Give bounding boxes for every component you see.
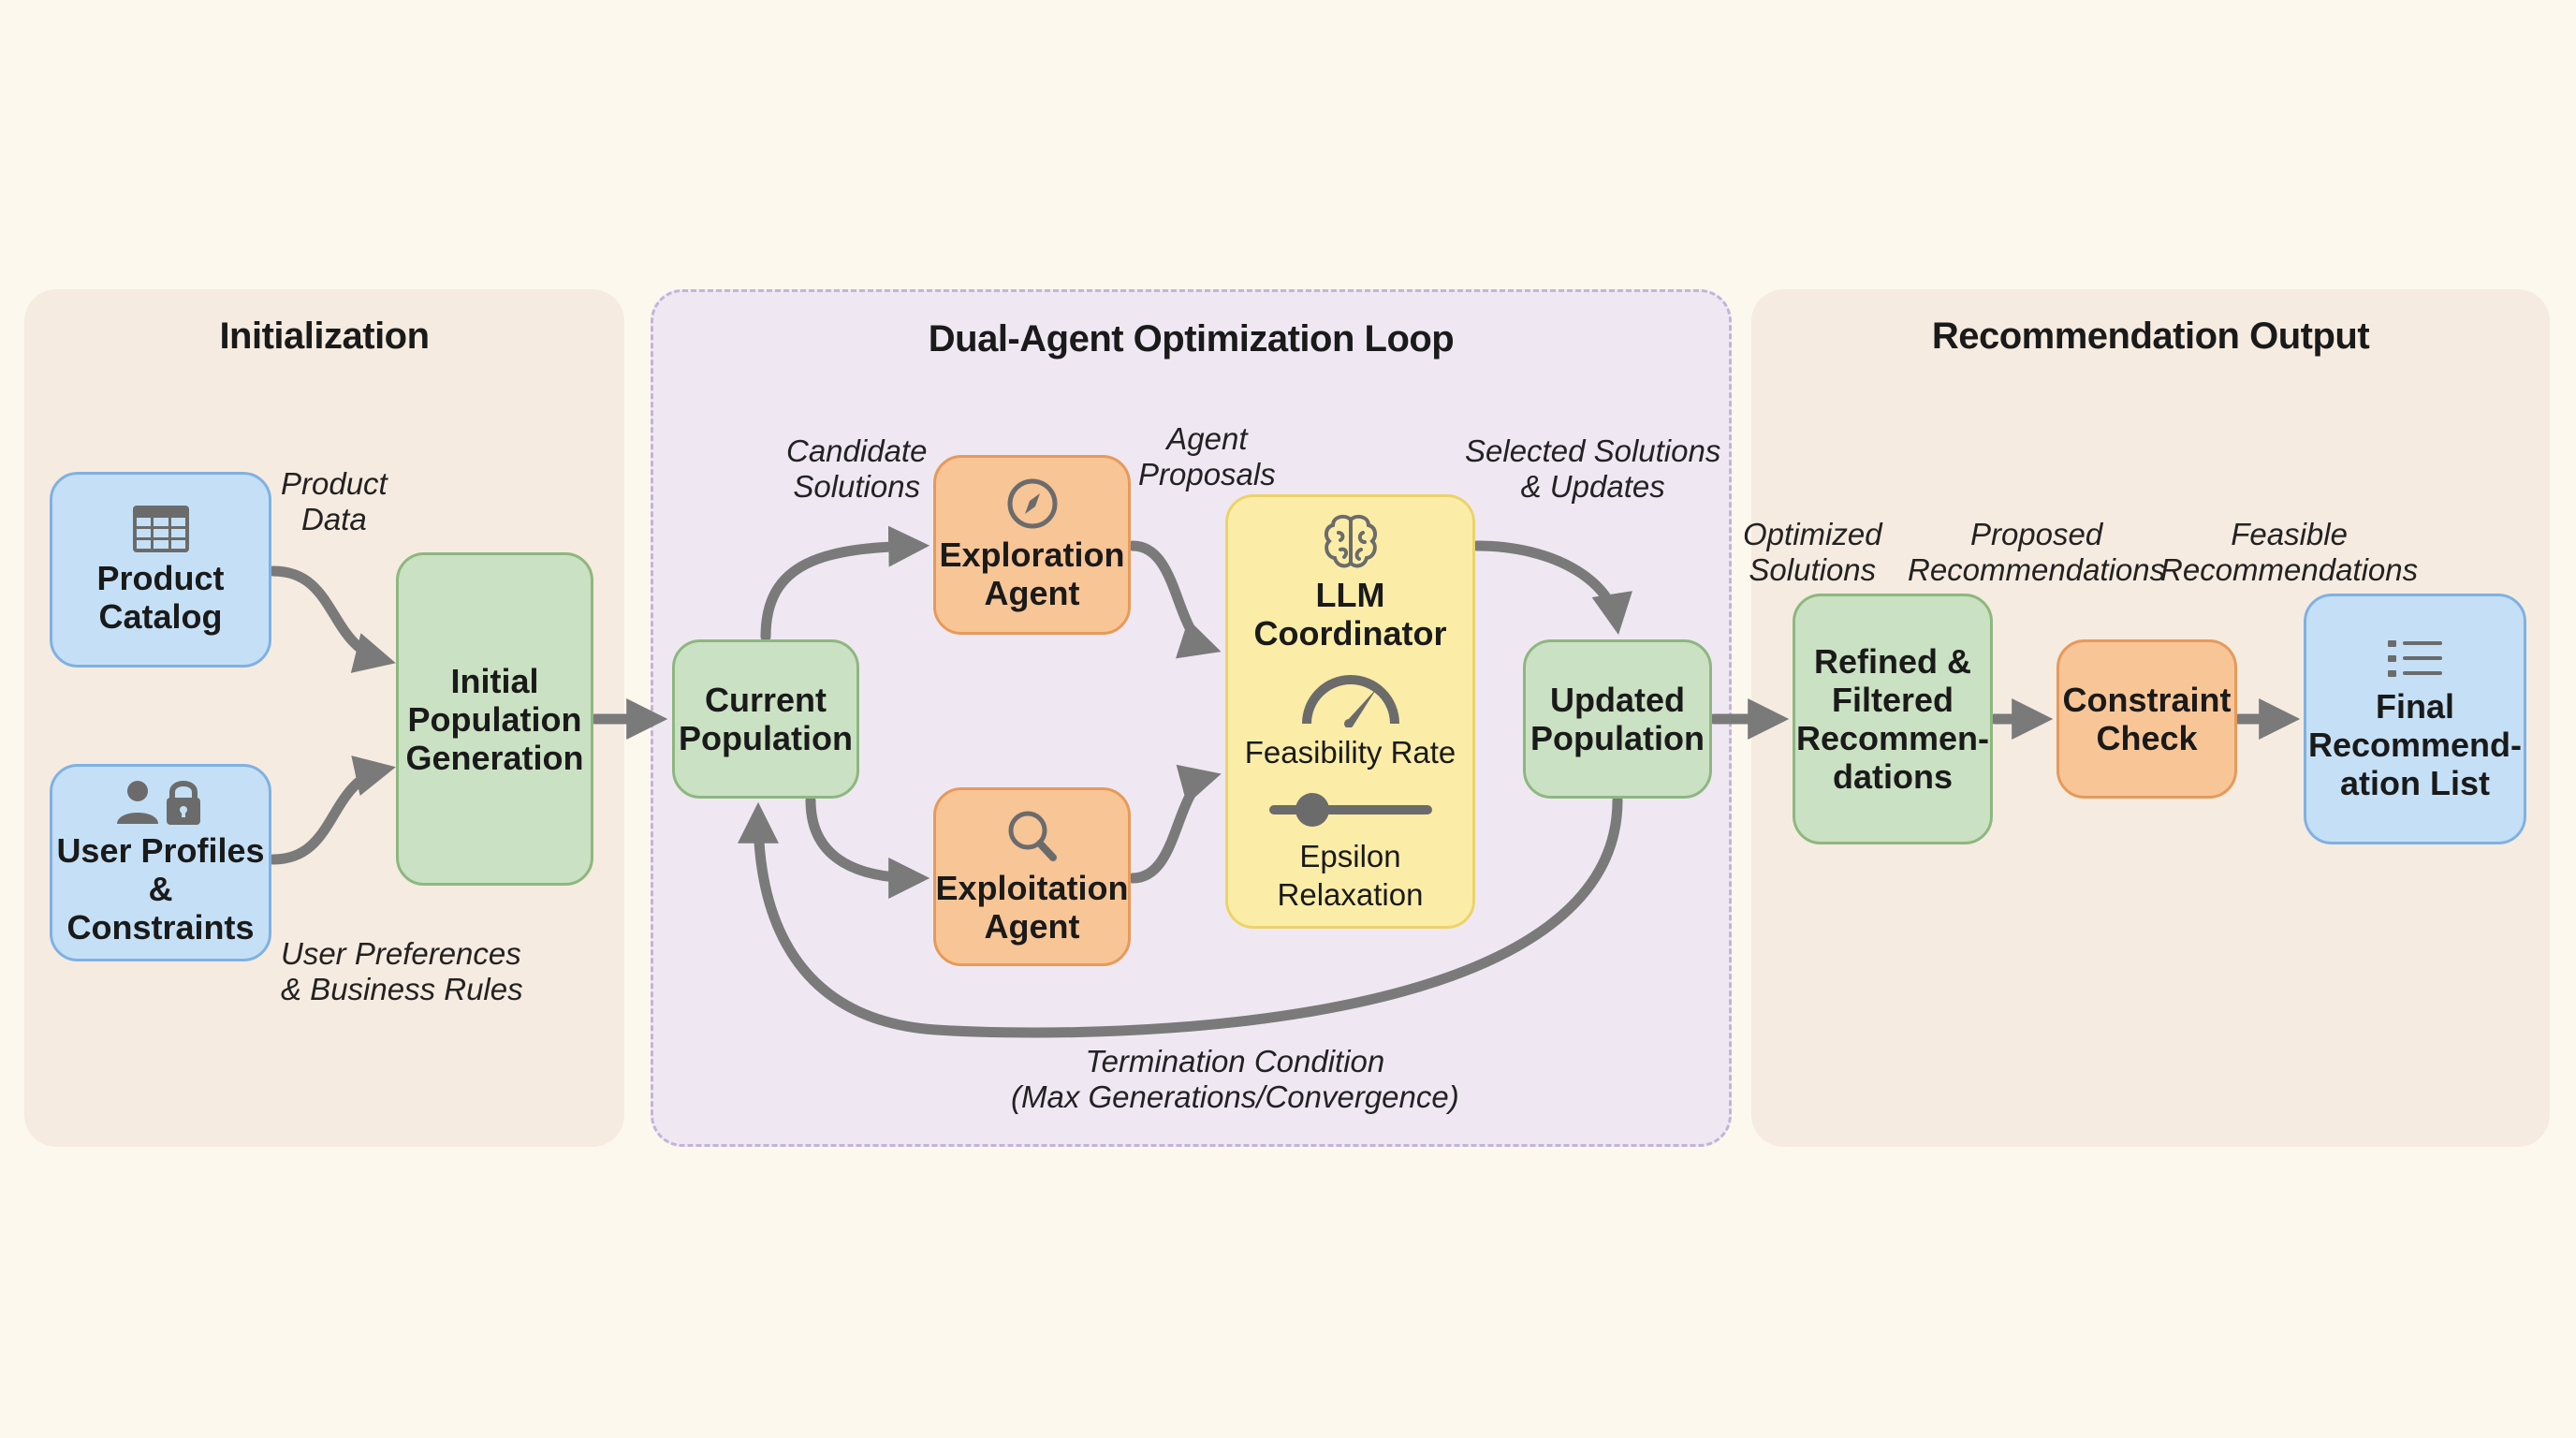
initial-population-line1: Initial xyxy=(450,661,539,700)
initial-population-line3: Generation xyxy=(405,738,584,777)
refined-line1: Refined & xyxy=(1813,642,1971,681)
epsilon-slider xyxy=(1268,793,1432,827)
current-population-line1: Current xyxy=(704,681,827,719)
user-preferences-label: User Preferences & Business Rules xyxy=(281,936,523,1007)
termination-line1: Termination Condition xyxy=(1085,1044,1385,1078)
feasible-recommendations-label: Feasible Recommendations xyxy=(2160,517,2418,588)
updated-population-line1: Updated xyxy=(1550,681,1685,719)
user-preferences-line2: & Business Rules xyxy=(281,972,523,1006)
exploration-agent-line1: Exploration xyxy=(939,536,1125,574)
termination-line2: (Max Generations/Convergence) xyxy=(1011,1079,1459,1114)
epsilon-relaxation-label: Epsilon Relaxation xyxy=(1277,839,1424,912)
product-data-line2: Data xyxy=(301,502,367,536)
arrow-exploration-to-llm xyxy=(1127,540,1222,659)
arrow-updated-to-current-loop xyxy=(738,795,1623,1038)
final-list-line1: Final xyxy=(2375,686,2454,726)
refined-line3: Recommen- xyxy=(1795,719,1990,757)
arrow-llm-to-updated xyxy=(1471,540,1632,636)
exploitation-agent-node: Exploitation Agent xyxy=(933,787,1131,966)
arrow-current-to-exploration xyxy=(760,525,930,642)
product-catalog-line1: Product xyxy=(96,558,225,597)
current-population-node: Current Population xyxy=(672,639,859,799)
product-data-line1: Product xyxy=(281,466,388,501)
refined-line2: Filtered xyxy=(1831,681,1954,719)
initialization-title: Initialization xyxy=(219,315,430,357)
initial-population-line2: Population xyxy=(407,699,582,739)
proposed-recommendations-line2: Recommendations xyxy=(1908,552,2166,587)
optimization-loop-title: Dual-Agent Optimization Loop xyxy=(928,318,1455,360)
user-lock-icon xyxy=(116,781,200,825)
exploration-agent-line2: Agent xyxy=(984,574,1080,612)
llm-coordinator-node: LLM Coordinator Feasibility Rate Epsilon… xyxy=(1225,494,1475,929)
feasible-recommendations-line1: Feasible xyxy=(2231,517,2348,551)
initial-population-node: Initial Population Generation xyxy=(396,552,593,886)
refined-line4: dations xyxy=(1832,757,1953,796)
brain-icon xyxy=(1324,514,1377,568)
constraint-check-line2: Check xyxy=(2096,719,2198,757)
arrow-current-to-exploitation xyxy=(805,795,930,899)
arrow-catalog-to-initial xyxy=(268,565,396,673)
proposed-recommendations-line1: Proposed xyxy=(1969,517,2103,551)
selected-solutions-line1: Selected Solutions xyxy=(1465,433,1721,468)
candidate-solutions-line2: Solutions xyxy=(793,469,921,504)
updated-population-line2: Population xyxy=(1530,719,1705,757)
optimized-solutions-label: Optimized Solutions xyxy=(1743,517,1882,588)
final-list-line3: ation List xyxy=(2340,763,2490,802)
agent-proposals-line1: Agent xyxy=(1166,421,1248,456)
exploitation-agent-line2: Agent xyxy=(984,906,1080,946)
candidate-solutions-label: Candidate Solutions xyxy=(786,433,927,505)
feasible-recommendations-line2: Recommendations xyxy=(2160,552,2419,587)
selected-solutions-line2: & Updates xyxy=(1520,469,1665,504)
compass-icon xyxy=(1007,478,1057,529)
final-recommendation-list-node: Final Recommend- ation List xyxy=(2304,594,2526,844)
final-list-line2: Recommend- xyxy=(2307,725,2523,764)
feasibility-rate-label: Feasibility Rate xyxy=(1244,735,1456,770)
recommendation-output-title: Recommendation Output xyxy=(1931,315,2370,357)
constraint-check-line1: Constraint xyxy=(2062,681,2232,719)
exploration-agent-node: Exploration Agent xyxy=(933,455,1131,635)
optimized-solutions-line1: Optimized xyxy=(1743,517,1882,551)
llm-coordinator-line2: Coordinator xyxy=(1253,614,1447,653)
list-icon xyxy=(2388,639,2442,677)
optimized-solutions-line2: Solutions xyxy=(1749,552,1877,587)
termination-condition-label: Termination Condition (Max Generations/C… xyxy=(1011,1044,1459,1115)
arrow-exploitation-to-llm xyxy=(1127,764,1222,884)
constraint-check-node: Constraint Check xyxy=(2056,639,2237,799)
gauge-icon xyxy=(1301,675,1399,727)
current-population-line2: Population xyxy=(679,719,853,757)
user-profiles-line1: User Profiles xyxy=(56,831,265,870)
agent-proposals-label: Agent Proposals xyxy=(1138,421,1276,492)
candidate-solutions-line1: Candidate xyxy=(786,433,928,468)
proposed-recommendations-label: Proposed Recommendations xyxy=(1908,517,2165,588)
product-catalog-node: Product Catalog xyxy=(50,472,271,668)
user-profiles-line2: & Constraints xyxy=(66,870,255,946)
selected-solutions-label: Selected Solutions & Updates xyxy=(1465,433,1720,505)
llm-coordinator-line1: LLM xyxy=(1315,576,1385,614)
refined-recommendations-node: Refined & Filtered Recommen- dations xyxy=(1793,594,1993,844)
user-profiles-node: User Profiles & Constraints xyxy=(50,764,271,961)
updated-population-node: Updated Population xyxy=(1523,639,1712,799)
magnifier-icon xyxy=(1008,811,1057,861)
exploitation-agent-line1: Exploitation xyxy=(935,868,1129,907)
agent-proposals-line2: Proposals xyxy=(1138,457,1276,492)
arrow-profiles-to-initial xyxy=(268,756,396,865)
table-icon xyxy=(132,505,189,552)
epsilon-slider-handle xyxy=(1295,793,1329,827)
product-catalog-line2: Catalog xyxy=(98,596,223,636)
product-data-label: Product Data xyxy=(281,466,388,537)
user-preferences-line1: User Preferences xyxy=(281,936,521,971)
